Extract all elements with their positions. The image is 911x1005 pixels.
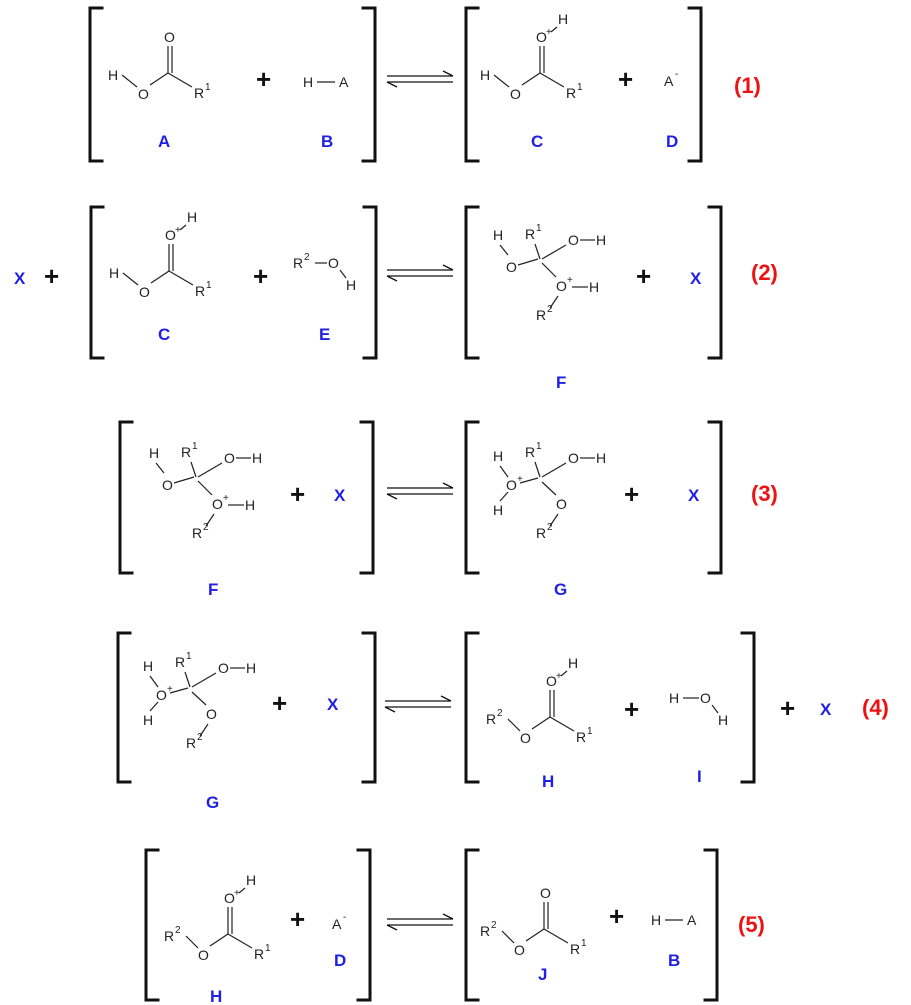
acid-ha-structure	[302, 73, 350, 91]
equation-number-1: (1)	[734, 73, 761, 98]
plus-sign: +	[618, 64, 633, 94]
anion-structure	[664, 69, 679, 89]
label-B: B	[668, 951, 680, 970]
plus-sign: +	[272, 688, 287, 718]
bracket-right	[362, 205, 378, 360]
equilibrium-arrow	[384, 695, 452, 713]
bracket-left	[464, 631, 480, 784]
catalyst-x: X	[820, 700, 832, 719]
bracket-right	[361, 631, 377, 784]
equation-number-3: (3)	[751, 481, 778, 506]
bracket-right	[687, 6, 703, 163]
equation-4: G + X H + I + X (4)	[116, 631, 889, 812]
water-structure	[668, 689, 729, 729]
plus-sign: +	[624, 479, 639, 509]
equilibrium-arrow	[386, 70, 454, 88]
bracket-right	[740, 631, 756, 784]
plus-sign: +	[609, 901, 624, 931]
label-C: C	[531, 132, 543, 151]
equation-number-2: (2)	[751, 260, 778, 285]
bracket-left	[89, 205, 105, 360]
bracket-right	[356, 848, 372, 1002]
plus-sign: +	[256, 64, 271, 94]
label-G: G	[554, 580, 567, 599]
tetrahedral-intermediate-structure	[492, 222, 607, 324]
tetrahedral-intermediate-structure	[492, 440, 607, 542]
plus-sign: +	[290, 479, 305, 509]
label-G: G	[206, 793, 219, 812]
label-H: H	[542, 772, 554, 791]
catalyst-x: X	[327, 695, 339, 714]
bracket-left	[116, 631, 132, 784]
label-D: D	[334, 951, 346, 970]
carboxylic-acid-structure	[107, 28, 212, 103]
bracket-right	[707, 420, 723, 575]
equilibrium-arrow	[386, 913, 454, 931]
equation-5: H + D J + B (5)	[144, 848, 765, 1005]
equilibrium-arrow	[386, 264, 454, 282]
anion-structure	[332, 912, 347, 932]
plus-sign: +	[253, 261, 268, 291]
label-I: I	[697, 767, 702, 786]
bracket-left	[464, 205, 480, 360]
equation-2: X + C + E F + X (2)	[14, 205, 778, 392]
equation-3: F + X G + X (3)	[118, 420, 778, 599]
bracket-left	[464, 6, 480, 163]
tetrahedral-intermediate-structure	[142, 650, 257, 752]
label-F: F	[556, 373, 566, 392]
bracket-left	[88, 6, 104, 163]
equation-number-5: (5)	[738, 912, 765, 937]
label-C: C	[158, 325, 170, 344]
plus-sign: +	[44, 261, 59, 291]
bracket-left	[464, 420, 480, 575]
bracket-left	[464, 848, 480, 1002]
tetrahedral-intermediate-structure	[148, 440, 263, 542]
bracket-right	[361, 6, 377, 163]
plus-sign: +	[780, 693, 795, 723]
alcohol-structure	[292, 251, 357, 294]
bracket-left	[144, 848, 160, 1002]
protonated-ester-structure	[163, 871, 272, 964]
catalyst-x: X	[14, 269, 26, 288]
equation-number-4: (4)	[862, 695, 889, 720]
equation-1: A + B C + D (1)	[88, 6, 761, 163]
label-J: J	[538, 965, 547, 984]
label-A: A	[158, 132, 170, 151]
acid-ha-structure	[650, 911, 698, 929]
plus-sign: +	[290, 904, 305, 934]
label-F: F	[208, 580, 218, 599]
bracket-right	[703, 848, 719, 1002]
catalyst-x: X	[688, 486, 700, 505]
label-H: H	[210, 987, 222, 1005]
plus-sign: +	[636, 261, 651, 291]
plus-sign: +	[624, 694, 639, 724]
label-D: D	[666, 132, 678, 151]
protonated-acid-structure	[479, 10, 584, 103]
label-E: E	[319, 325, 330, 344]
bracket-left	[118, 420, 134, 575]
protonated-acid-structure	[108, 208, 213, 301]
equilibrium-arrow	[386, 482, 454, 500]
catalyst-x: X	[334, 486, 346, 505]
protonated-ester-structure	[485, 654, 594, 747]
catalyst-x: X	[690, 269, 702, 288]
bracket-right	[359, 420, 375, 575]
ester-structure	[479, 884, 588, 959]
bracket-right	[707, 205, 723, 360]
label-B: B	[321, 132, 333, 151]
